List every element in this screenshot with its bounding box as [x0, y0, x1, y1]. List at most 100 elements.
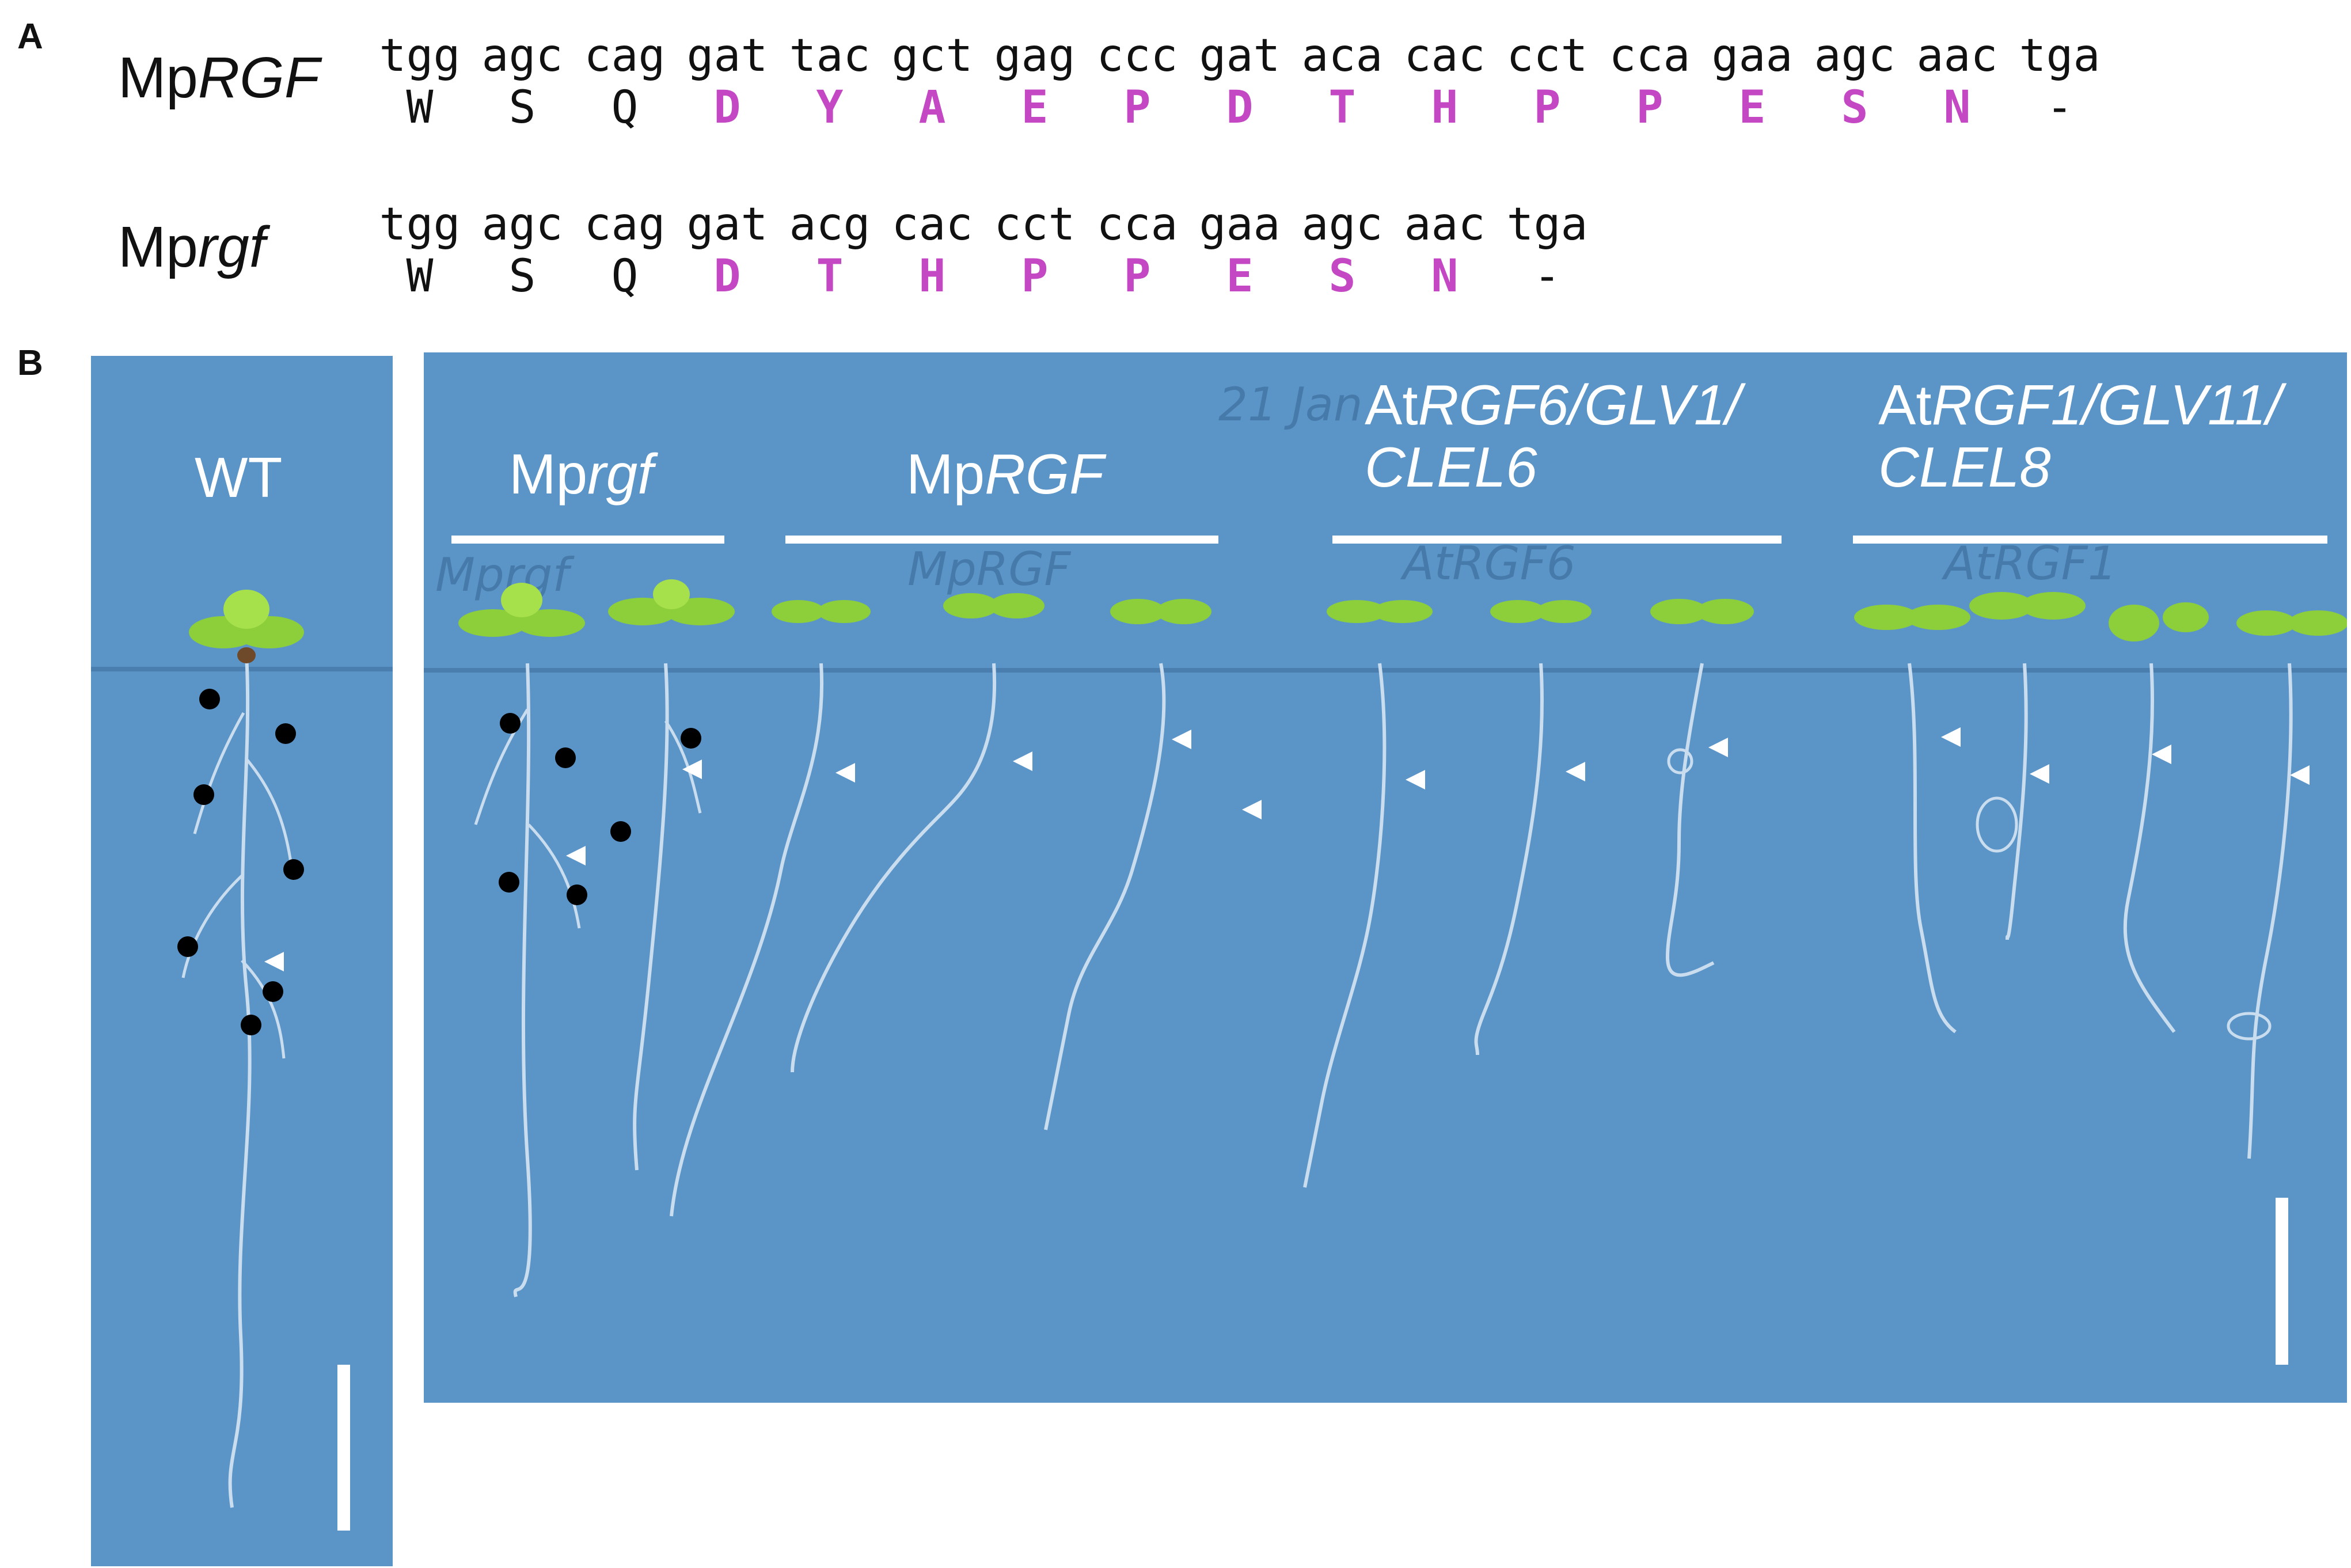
lateral-root-dot: [177, 936, 198, 957]
amino-acid: E: [1021, 82, 1049, 134]
amino-acid: P: [1021, 250, 1049, 302]
lateral-root-dot: [500, 713, 521, 734]
amino-acid: S: [1328, 250, 1356, 302]
codon: cca: [1096, 199, 1178, 250]
label-prefix: Mp: [906, 442, 985, 506]
lateral-root-dot: [263, 981, 283, 1002]
group-underline: [451, 536, 724, 544]
codon: acg: [789, 199, 871, 250]
codon: gat: [686, 30, 768, 82]
amino-acid: D: [713, 82, 741, 134]
amino-acid: H: [1431, 82, 1459, 134]
codon: agc: [1814, 30, 1896, 82]
gene-prefix: Mp: [118, 215, 198, 279]
amino-acid: Q: [611, 250, 639, 302]
amino-acid: D: [713, 250, 741, 302]
amino-acid: -: [1533, 250, 1561, 302]
group-label-mprgf: Mprgf: [509, 443, 654, 506]
label-italic: rgf: [587, 442, 654, 506]
amino-acid: W: [406, 250, 434, 302]
codon: aac: [1916, 30, 1998, 82]
codon: cca: [1609, 30, 1691, 82]
label-italic: RGF: [985, 442, 1104, 506]
group-label-atrgf6: AtRGF6/GLV1/ CLEL6: [1365, 374, 1741, 499]
amino-acid: P: [1636, 82, 1663, 134]
group-label-atrgf1: AtRGF1/GLV11/ CLEL8: [1878, 374, 2282, 499]
root-tip-arrowhead: [566, 846, 586, 865]
lateral-root-dot: [567, 884, 587, 905]
lateral-root-dot: [193, 784, 214, 805]
codon: gat: [1199, 30, 1281, 82]
gene-italic: RGF: [198, 45, 320, 110]
amino-acid: Q: [611, 82, 639, 134]
label-italic: RGF6/GLV1/: [1418, 373, 1741, 436]
amino-acid: P: [1533, 82, 1561, 134]
wt-plate-photo: WT: [91, 356, 393, 1566]
amino-acid: N: [1431, 250, 1459, 302]
label-prefix: At: [1365, 373, 1418, 436]
main-plate-roots: [424, 352, 2347, 1403]
amino-acid: N: [1943, 82, 1971, 134]
lateral-root-dot: [499, 872, 519, 893]
root-tip-arrowhead: [2290, 765, 2310, 785]
lateral-root-dot: [275, 723, 296, 744]
codon: gag: [994, 30, 1076, 82]
codon: agc: [481, 199, 563, 250]
root-tip-arrowhead: [1708, 738, 1728, 757]
root-tip-arrowhead: [1566, 762, 1585, 781]
codon: cac: [891, 199, 973, 250]
lateral-root-dot: [610, 821, 631, 842]
wt-plate-roots: [91, 356, 393, 1566]
amino-acid: S: [508, 82, 536, 134]
amino-acid: D: [1226, 82, 1254, 134]
handwritten-label: Mprgf: [435, 548, 569, 602]
root-tip-arrowhead: [1242, 800, 1262, 819]
gene-italic: rgf: [198, 215, 265, 279]
amino-acid: W: [406, 82, 434, 134]
gene-name-mprgf: MpRGF: [118, 45, 320, 111]
amino-acid: E: [1738, 82, 1766, 134]
codon: tac: [789, 30, 871, 82]
handwritten-label: AtRGF1: [1944, 537, 2117, 590]
codon: aac: [1404, 199, 1486, 250]
label-line2: CLEL8: [1878, 435, 2051, 499]
root-tip-arrowhead: [1172, 730, 1191, 749]
codon: aca: [1301, 30, 1383, 82]
group-underline: [1332, 536, 1782, 544]
root-tip-arrowhead: [2030, 764, 2049, 784]
amino-acid: H: [918, 250, 946, 302]
codon: agc: [1301, 199, 1383, 250]
amino-acid: -: [2046, 82, 2073, 134]
handwritten-date: 21 Jan: [1218, 378, 1363, 431]
codon: gaa: [1711, 30, 1793, 82]
group-underline: [1853, 536, 2327, 544]
amino-acid: T: [816, 250, 844, 302]
handwritten-label: AtRGF6: [1403, 537, 1576, 590]
handwritten-label: MpRGF: [907, 542, 1071, 596]
lateral-root-dot: [283, 859, 304, 880]
wt-label: WT: [195, 446, 283, 509]
scale-bar: [337, 1365, 350, 1531]
root-tip-arrowhead: [1406, 770, 1425, 789]
codon: agc: [481, 30, 563, 82]
root-tip-arrowhead: [682, 760, 702, 779]
amino-acid: S: [1841, 82, 1868, 134]
gene-name-mprgf-mutant: Mprgf: [118, 214, 265, 280]
main-plate-photo: 21 Jan Mprgf MpRGF AtRGF6 AtRGF1 Mprgf M…: [424, 352, 2347, 1403]
codon: cct: [1506, 30, 1588, 82]
codon: cag: [584, 199, 666, 250]
group-label-mprgf-overexpression: MpRGF: [906, 443, 1104, 506]
codon: ccc: [1096, 30, 1178, 82]
root-tip-arrowhead: [2152, 745, 2171, 764]
panel-a-label: A: [17, 17, 43, 56]
amino-acid: E: [1226, 250, 1254, 302]
root-tip-arrowhead: [264, 952, 284, 971]
gene-prefix: Mp: [118, 45, 198, 110]
codon: tgg: [379, 30, 461, 82]
lateral-root-dot: [241, 1015, 261, 1035]
root-tip-arrowhead: [835, 763, 855, 783]
codon: gat: [686, 199, 768, 250]
